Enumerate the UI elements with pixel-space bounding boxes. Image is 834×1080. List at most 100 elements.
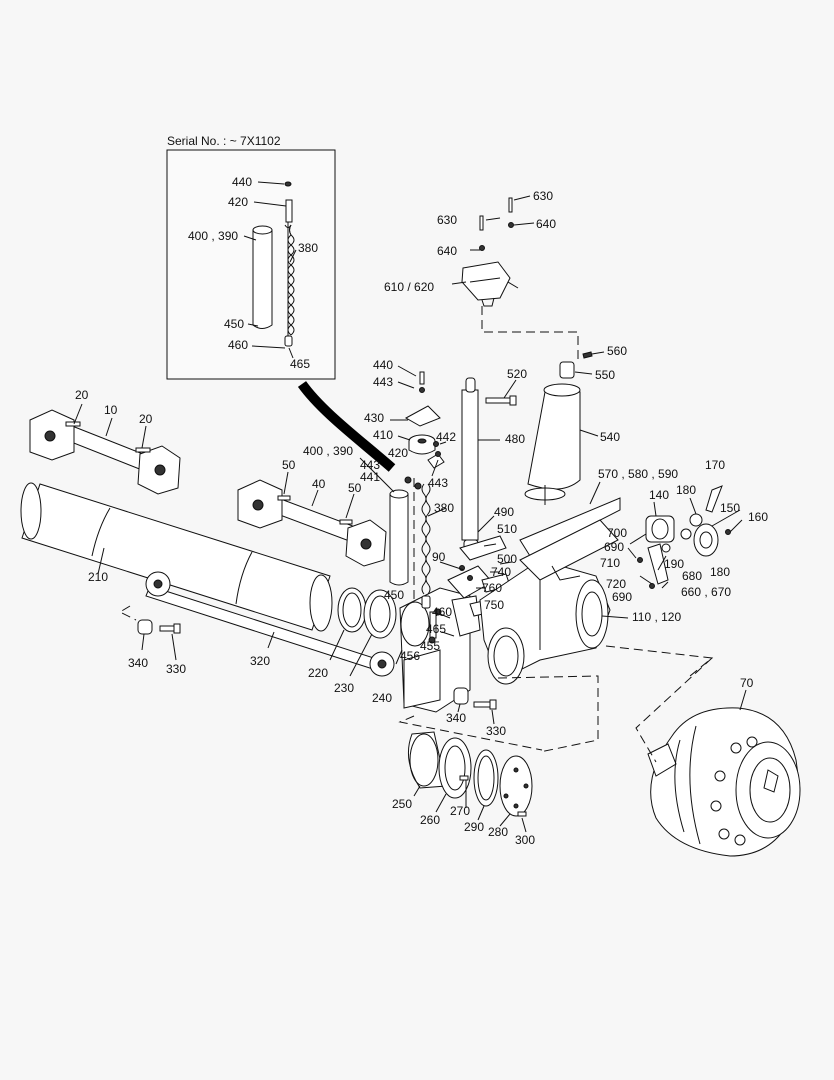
callout-label: 250 bbox=[392, 797, 412, 811]
callout-label: 70 bbox=[740, 676, 754, 690]
callout-label: 690 bbox=[604, 540, 624, 554]
inset-shackle bbox=[284, 335, 293, 347]
inset-pin bbox=[285, 199, 293, 223]
callout-label: 300 bbox=[515, 833, 535, 847]
callout-label: 20 bbox=[139, 412, 153, 426]
callout-label: 420 bbox=[228, 195, 248, 209]
callout-label: 280 bbox=[488, 825, 508, 839]
callout-label: 240 bbox=[372, 691, 392, 705]
callout-label: 455 bbox=[420, 639, 440, 653]
inset-nut bbox=[284, 181, 292, 187]
shock-cover bbox=[527, 391, 581, 490]
callout-label: 260 bbox=[420, 813, 440, 827]
callout-label: 380 bbox=[298, 241, 318, 255]
inset-frame bbox=[166, 149, 336, 380]
callout-label: 380 bbox=[434, 501, 454, 515]
callout-label: 465 bbox=[290, 357, 310, 371]
callout-label: 410 bbox=[373, 428, 393, 442]
callout-label: 465 bbox=[426, 622, 446, 636]
callout-label: 430 bbox=[364, 411, 384, 425]
callout-label: 443 bbox=[360, 458, 380, 472]
plate-430 bbox=[404, 405, 441, 427]
callout-label: 750 bbox=[484, 598, 504, 612]
callout-label: 443 bbox=[373, 375, 393, 389]
callout-label: 330 bbox=[486, 724, 506, 738]
callout-label: 630 bbox=[533, 189, 553, 203]
callout-label: 140 bbox=[649, 488, 669, 502]
callout-label: 210 bbox=[88, 570, 108, 584]
callout-label: 40 bbox=[312, 477, 326, 491]
callout-label: 110 , 120 bbox=[632, 610, 681, 624]
callout-label: 660 , 670 bbox=[681, 585, 731, 599]
callout-label: 160 bbox=[748, 510, 768, 524]
tie-rod-320 bbox=[118, 571, 395, 677]
callout-label: 710 bbox=[600, 556, 620, 570]
callout-label: 270 bbox=[450, 804, 470, 818]
lower-fasteners bbox=[398, 687, 543, 751]
callout-label: 180 bbox=[676, 483, 696, 497]
callout-label: 340 bbox=[446, 711, 466, 725]
driveshaft-10 bbox=[29, 403, 181, 495]
callout-label: 460 bbox=[432, 605, 452, 619]
callout-label: 740 bbox=[491, 565, 511, 579]
mount-bracket-group bbox=[451, 195, 579, 360]
plate-group bbox=[390, 365, 447, 477]
callout-label: 450 bbox=[384, 588, 404, 602]
callout-label: 230 bbox=[334, 681, 354, 695]
callout-label: 700 bbox=[607, 526, 627, 540]
callout-label: 420 bbox=[388, 446, 408, 460]
driveshaft-40 bbox=[237, 471, 387, 567]
serial-inset bbox=[166, 149, 336, 380]
seal-rings bbox=[329, 587, 397, 677]
callout-label: 456 bbox=[400, 649, 420, 663]
callout-label: 290 bbox=[464, 820, 484, 834]
callout-label: 190 bbox=[664, 557, 684, 571]
callout-label: 560 bbox=[607, 344, 627, 358]
callout-label: 630 bbox=[437, 213, 457, 227]
callout-label: 440 bbox=[373, 358, 393, 372]
callout-label: 220 bbox=[308, 666, 328, 680]
inset-chain bbox=[284, 222, 295, 340]
callout-label: 510 bbox=[497, 522, 517, 536]
callout-label: 50 bbox=[348, 481, 362, 495]
callout-label: 150 bbox=[720, 501, 740, 515]
mount-bracket bbox=[461, 261, 511, 301]
callout-label: 20 bbox=[75, 388, 89, 402]
callout-label: 640 bbox=[536, 217, 556, 231]
callout-label: 330 bbox=[166, 662, 186, 676]
callout-label: 10 bbox=[104, 403, 118, 417]
callout-label: 340 bbox=[128, 656, 148, 670]
callout-label: 170 bbox=[705, 458, 725, 472]
callout-label: 690 bbox=[612, 590, 632, 604]
callout-label: 443 bbox=[428, 476, 448, 490]
callout-label: 500 bbox=[497, 552, 517, 566]
callout-label: 442 bbox=[436, 430, 456, 444]
shock-body bbox=[461, 389, 479, 541]
callout-label: 490 bbox=[494, 505, 514, 519]
inset-serial-label: Serial No. : ~ 7X1102 bbox=[167, 134, 281, 148]
bearing-group bbox=[407, 731, 533, 833]
callout-label: 90 bbox=[432, 550, 446, 564]
callout-label: 680 bbox=[682, 569, 702, 583]
callout-label: 180 bbox=[710, 565, 730, 579]
fastener-left bbox=[137, 619, 181, 661]
callout-label: 450 bbox=[224, 317, 244, 331]
callout-label: 640 bbox=[437, 244, 457, 258]
callout-label: 440 bbox=[232, 175, 252, 189]
callout-label: 400 , 390 bbox=[188, 229, 238, 243]
axle-housing-210 bbox=[20, 482, 333, 632]
right-bushing-group bbox=[627, 485, 743, 589]
tube-chain-main bbox=[359, 457, 447, 609]
inset-pointer-curve bbox=[297, 381, 396, 472]
inset-tube bbox=[252, 229, 273, 329]
callout-label: 550 bbox=[595, 368, 615, 382]
pivot-housing bbox=[395, 587, 471, 713]
callout-label: 441 bbox=[360, 470, 380, 484]
callout-label: 480 bbox=[505, 432, 525, 446]
callout-label: 540 bbox=[600, 430, 620, 444]
callout-label: 50 bbox=[282, 458, 296, 472]
callout-label: 570 , 580 , 590 bbox=[598, 467, 678, 481]
callout-label: 320 bbox=[250, 654, 270, 668]
callout-label: 460 bbox=[228, 338, 248, 352]
